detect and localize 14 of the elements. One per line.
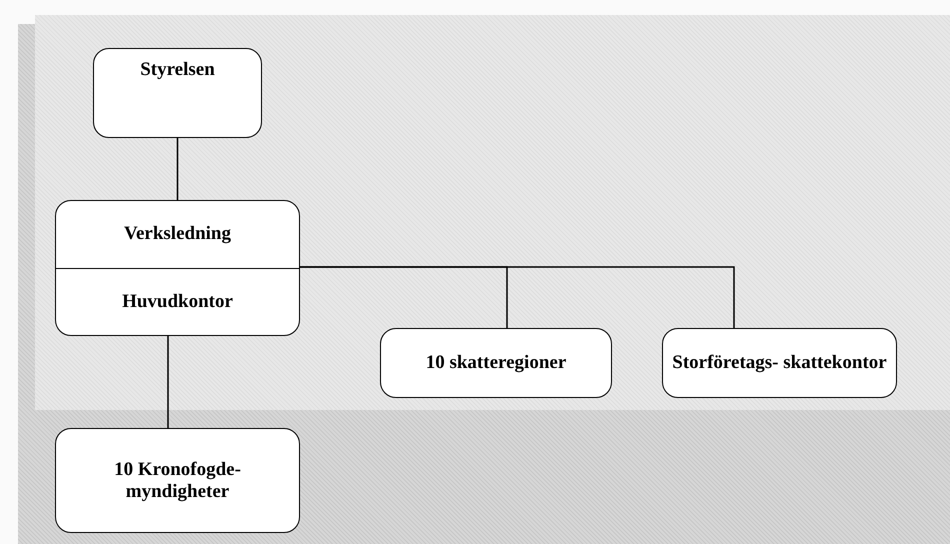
org-box [662, 328, 897, 398]
connector-line [300, 266, 735, 328]
unit-name: Verksledning [123, 223, 232, 246]
unit-name: Huvudkontor [121, 290, 234, 313]
unit-name: Styrelsen [139, 59, 216, 81]
unit-name: 10 skatteregioner [424, 352, 568, 374]
org-box [55, 200, 300, 336]
org-box [93, 48, 262, 138]
unit-name: Storföretags- skattekontor [671, 352, 888, 374]
org-box [55, 428, 300, 533]
connector-line [167, 336, 169, 428]
connector-line [176, 138, 178, 200]
unit-name: 10 Kronofogde- myndigheter [113, 458, 242, 502]
org-box [380, 328, 612, 398]
